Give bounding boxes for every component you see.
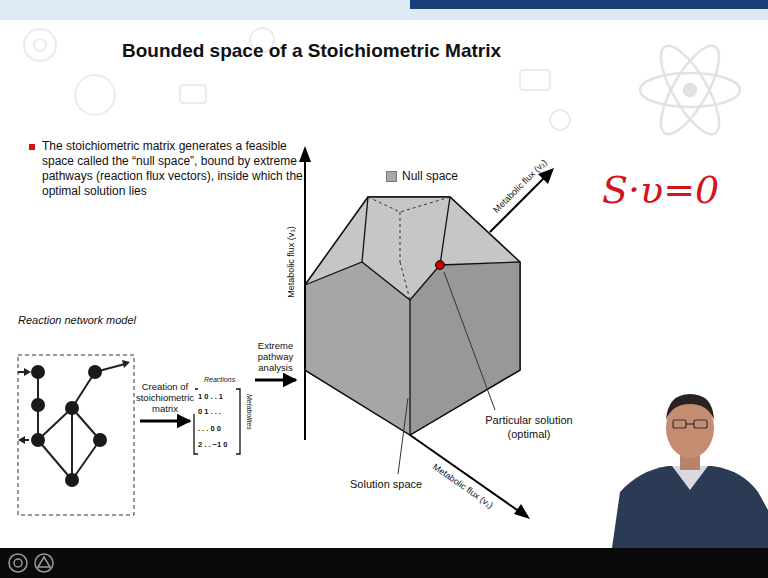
matrix-axis-label: Reactions [204, 376, 235, 383]
bullet-mark [29, 144, 35, 150]
legend-swatch [386, 171, 397, 182]
bullet-text: The stoichiometric matrix generates a fe… [42, 139, 304, 199]
matrix-row: . . . 0 0 [198, 424, 221, 433]
matrix-box: Reactions 1 0 . . 1 0 1 . . . . . . 0 0 2 . … [190, 376, 255, 466]
callout-text: Solution space [350, 478, 422, 490]
legend-text: Null space [402, 169, 458, 183]
network-box: Reaction network model [14, 312, 140, 518]
axis-label: Metabolic flux (v₁) [431, 462, 495, 511]
network-box-outline [14, 312, 140, 518]
matrix-row: 0 1 . . . [198, 407, 221, 416]
handwritten-equation: S·υ=0 [602, 168, 719, 212]
callout-text: Particular solution (optimal) [477, 413, 581, 441]
axis-label: Metabolic flux (v₃) [286, 226, 296, 298]
flow-arrow [255, 379, 296, 382]
axis-label: Metabolic flux (v₂) [491, 157, 549, 215]
matrix-row: 2 . . −1 0 [198, 440, 227, 449]
matrix-row: 1 0 . . 1 [198, 392, 223, 401]
flow-arrow [140, 420, 190, 423]
section-heading: Reaction network model [18, 314, 136, 326]
matrix-axis-label: Metabolites [246, 394, 253, 430]
lecturer [612, 394, 768, 548]
null-space-polytope-outline [296, 140, 586, 510]
arrow-label: Creation of stoichiometric matrix [135, 381, 195, 414]
arrow-label: Extreme pathway analysis [250, 340, 301, 373]
slide-title: Bounded space of a Stoichiometric Matrix [122, 40, 501, 62]
matrix-box-outline [190, 376, 254, 466]
null-space-polytope: Solution space Particular solution (optim… [296, 140, 586, 510]
